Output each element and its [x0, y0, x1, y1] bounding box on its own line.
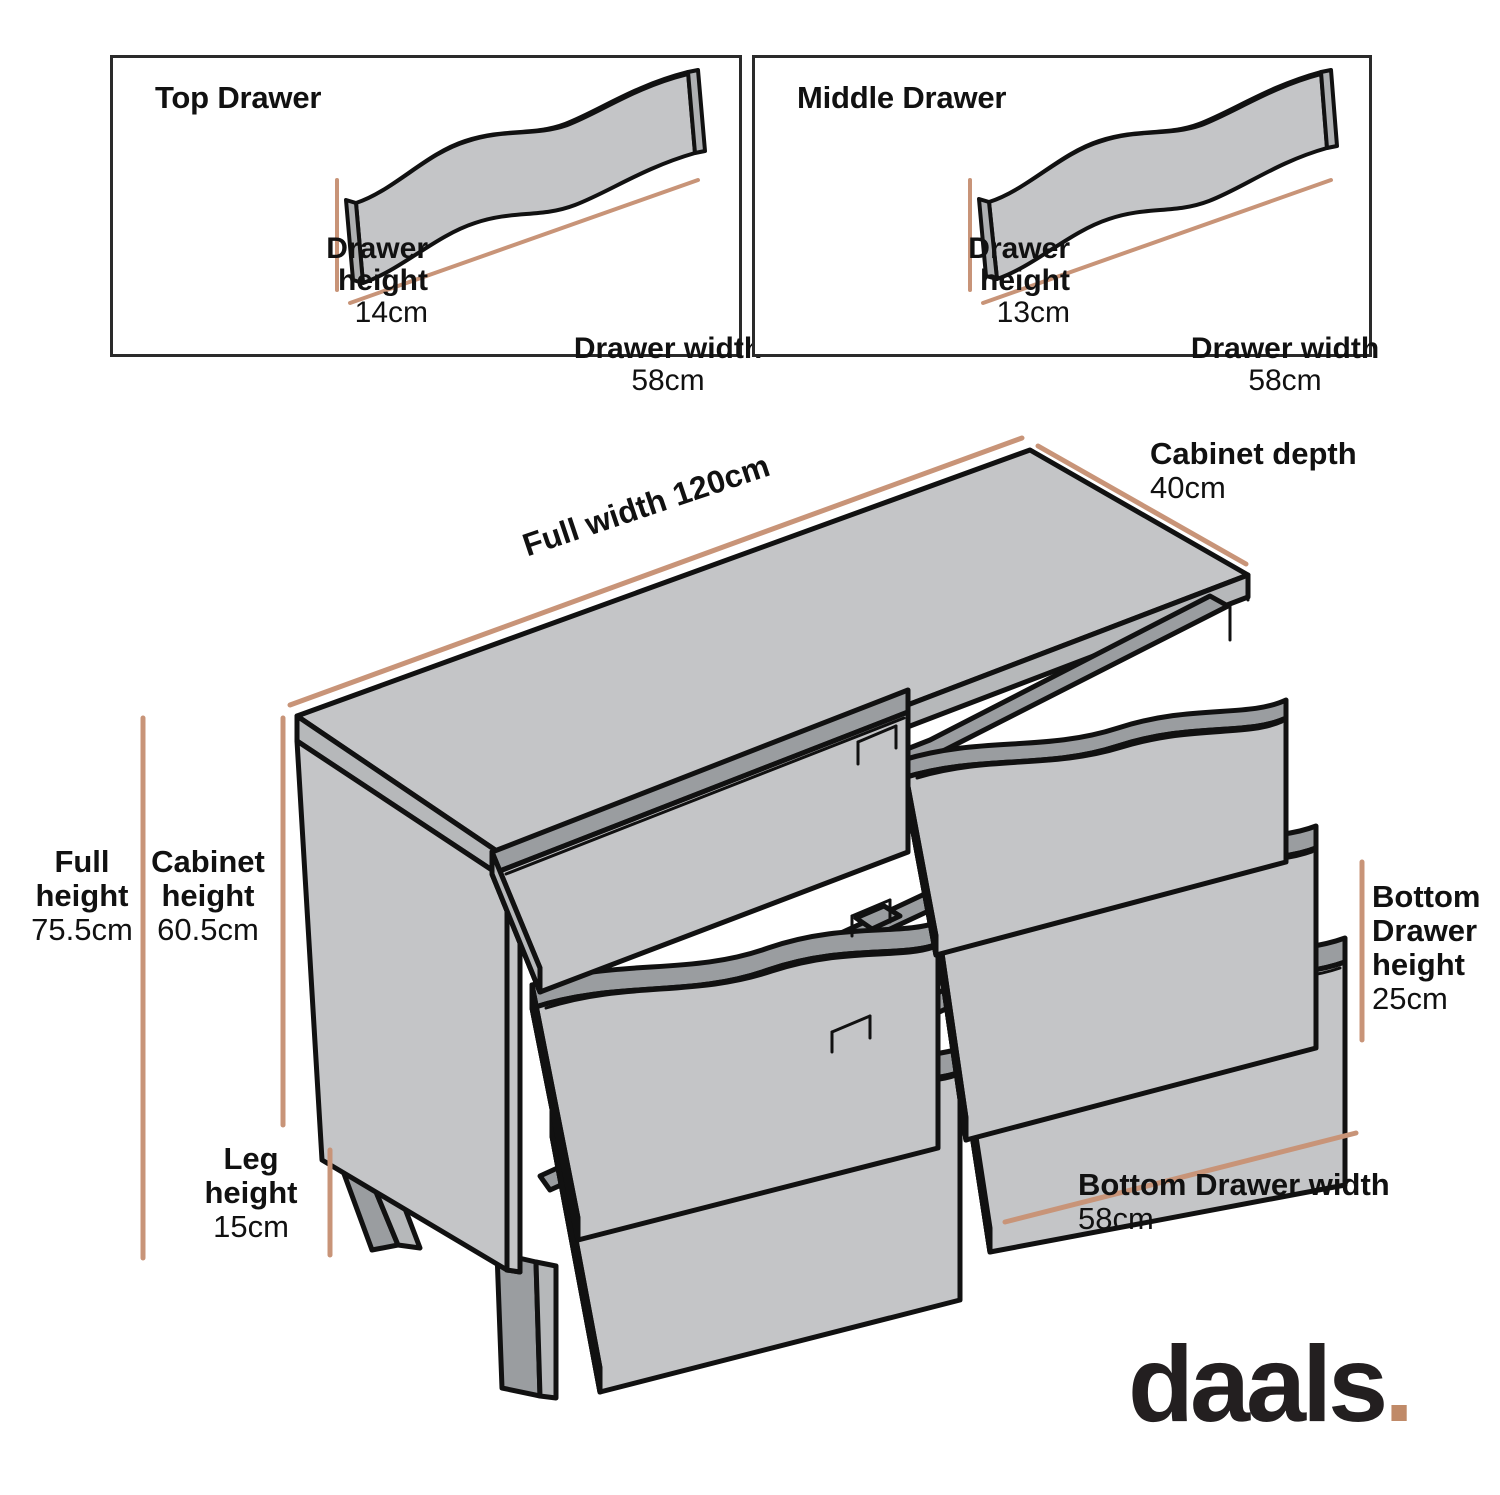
top-drawer-right-end: [686, 68, 707, 155]
cabinet-depth-label: Cabinet depth 40cm: [1150, 436, 1357, 506]
dim-full-width: [287, 435, 1025, 708]
dim-cabinet-depth: [1035, 443, 1249, 567]
middle-drawer-width-label: Drawer width 58cm: [1190, 332, 1380, 397]
drawer-middle-left: [529, 919, 941, 1243]
middle-drawer-right-end: [1319, 68, 1339, 150]
bottom-drawer-height-label: Bottom Drawer height 25cm: [1372, 879, 1481, 1017]
drawer-top-right-face: [900, 715, 1289, 958]
drawer-top-left: [489, 687, 911, 995]
top-drawer-width-label: Drawer width 58cm: [573, 332, 763, 397]
full-height-label: Full height 75.5cm: [31, 844, 133, 948]
dim-bottom-drawer-width: [1002, 1130, 1359, 1225]
brand-logo-text: daals: [1128, 1323, 1388, 1444]
bottom-drawer-width-label: Bottom Drawer width 58cm: [1078, 1167, 1390, 1237]
dimension-lines: [140, 435, 1365, 1261]
middle-drawer-height-label: Drawer height 13cm: [968, 232, 1070, 329]
panel-middle-drawer-title: Middle Drawer: [797, 80, 1007, 115]
brand-logo: daals.: [1128, 1330, 1414, 1438]
panel-top-drawer: Top Drawer .pfL { fill:#c4c5c7; stroke:#…: [110, 55, 762, 396]
drawer-middle-left-face: [529, 941, 941, 1243]
leg-height-label: Leg height 15cm: [204, 1141, 298, 1245]
drawer-top-right: [900, 697, 1289, 958]
top-drawer-left-end: [344, 198, 365, 285]
brand-logo-dot: .: [1384, 1323, 1414, 1444]
panel-top-drawer-title: Top Drawer: [155, 80, 322, 115]
top-drawer-height-label: Drawer height 14cm: [326, 232, 428, 329]
panel-middle-drawer: Middle Drawer .qfL { fill:#c4c5c7; strok…: [752, 55, 1379, 396]
cabinet-height-label: Cabinet height 60.5cm: [151, 844, 265, 948]
top-drawer-illustration: .pfL { fill:#c4c5c7; stroke:#111; stroke…: [335, 68, 707, 305]
top-drawer-width-line: [348, 178, 700, 305]
drawer-gap-dividers: [830, 724, 898, 1054]
middle-drawer-left-end: [977, 197, 999, 281]
middle-drawer-illustration: .qfL { fill:#c4c5c7; stroke:#111; stroke…: [968, 68, 1339, 305]
middle-drawer-width-line: [981, 178, 1333, 305]
